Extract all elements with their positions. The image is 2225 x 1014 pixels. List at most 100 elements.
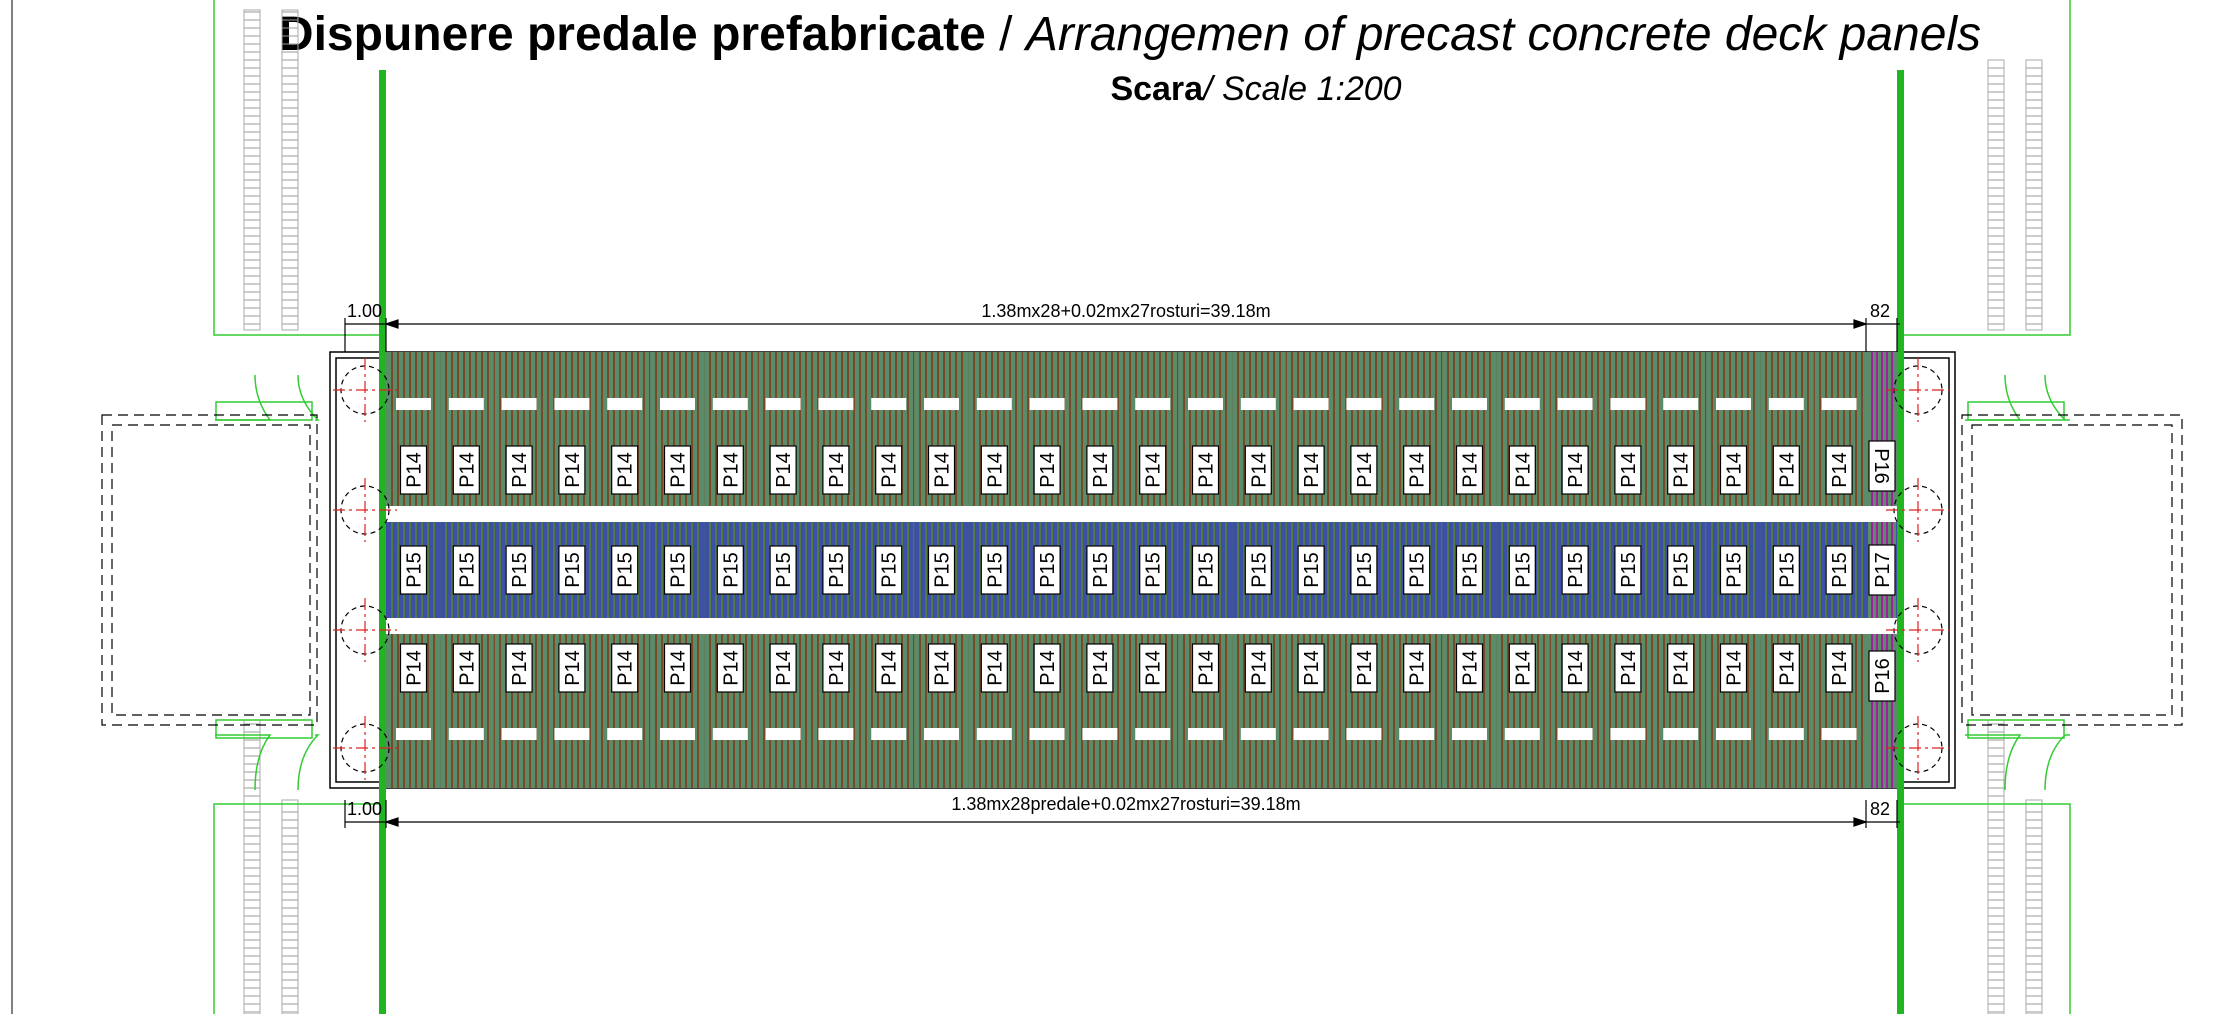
panel-label: P14 — [1667, 445, 1695, 495]
panel-label: P14 — [1297, 643, 1325, 693]
title-romanian: Dispunere predale prefabricate — [279, 8, 986, 61]
panel-label-text: P14 — [509, 650, 531, 686]
panel-label-box — [875, 643, 903, 693]
panel-label: P15 — [1244, 545, 1272, 595]
panel-gap-stripe — [1346, 398, 1382, 410]
panel-label-text: P15 — [1143, 552, 1165, 588]
panel-label-box — [399, 643, 428, 693]
panel-label-box — [980, 545, 1008, 595]
panel-label-text: P14 — [404, 452, 426, 488]
panel-gap-stripe — [1188, 398, 1223, 410]
panel-label-box — [716, 445, 744, 495]
panel-gap-stripe — [1663, 398, 1699, 410]
panel-label-box — [558, 545, 586, 595]
panel-label-text: P14 — [1196, 650, 1218, 686]
panel-label: P15 — [716, 545, 744, 595]
panel-label-box — [1191, 545, 1220, 595]
panel-gap-stripe — [1716, 398, 1751, 410]
panel-label: P15 — [1561, 545, 1589, 595]
panel-label-box — [1297, 445, 1325, 495]
panel-label-box — [1086, 445, 1114, 495]
panel-label-text: P14 — [456, 650, 478, 686]
panel-end-label: P16 — [1868, 650, 1896, 702]
panel-gap-stripe — [1240, 728, 1276, 740]
panel-label-box — [1772, 545, 1800, 595]
panel-label: P14 — [1191, 643, 1220, 693]
panel-label: P14 — [1086, 643, 1114, 693]
scale-romanian: Scara — [1110, 70, 1204, 108]
panel-label: P15 — [1508, 545, 1536, 595]
panel-gap-stripe — [396, 398, 431, 410]
panel-label: P14 — [1455, 445, 1484, 495]
panel-gap-stripe — [1399, 728, 1435, 740]
panel-label-text: P14 — [773, 650, 795, 686]
panel-gap-stripe — [1188, 728, 1223, 740]
crosshair-circle-icon — [1886, 478, 1950, 542]
dimension-bottom-left: 1.00 — [347, 799, 382, 819]
panel-gap-stripe — [607, 728, 643, 740]
panel-label: P15 — [875, 545, 903, 595]
panel-label-text: P14 — [773, 452, 795, 488]
panel-label-text: P14 — [1512, 650, 1534, 686]
panel-label-box — [927, 545, 956, 595]
panel-label-box — [611, 643, 639, 693]
panel-label-text: P14 — [879, 650, 901, 686]
panel-label-box — [1139, 545, 1167, 595]
panel-label-text: P15 — [1618, 552, 1640, 588]
panel-label-box — [1297, 643, 1325, 693]
panel-end-label: P17 — [1868, 544, 1896, 596]
panel-label-text: P14 — [932, 452, 954, 488]
panel-label-box — [1561, 545, 1589, 595]
panel-label: P15 — [1772, 545, 1800, 595]
panel-label: P14 — [1139, 643, 1167, 693]
panel-label-text: P15 — [1090, 552, 1112, 588]
pier-ladders — [243, 9, 2043, 1014]
panel-gap-stripe — [1610, 398, 1646, 410]
panel-label-text: P14 — [562, 650, 584, 686]
panel-label-box — [399, 545, 428, 595]
panel-gap-stripe — [501, 398, 537, 410]
panel-label: P15 — [611, 545, 639, 595]
panel-gap-stripe — [1399, 398, 1435, 410]
panel-label-text: P14 — [1143, 650, 1165, 686]
panel-label: P14 — [927, 445, 956, 495]
panel-label: P14 — [1244, 643, 1272, 693]
panel-label: P14 — [980, 643, 1008, 693]
panel-label-text: P14 — [1724, 452, 1746, 488]
panel-label: P15 — [452, 545, 480, 595]
panel-label-box — [663, 545, 692, 595]
rail-left — [379, 70, 386, 1014]
panel-label-box — [1139, 445, 1167, 495]
panel-label: P15 — [1667, 545, 1695, 595]
panel-label-text: P15 — [720, 552, 742, 588]
crosshair-circle-icon — [333, 716, 397, 780]
panel-gap-stripe — [818, 728, 854, 740]
page-title: Dispunere predale prefabricate / Arrange… — [279, 8, 1981, 61]
panel-label-box — [1033, 445, 1061, 495]
panel-gap-stripe — [396, 728, 431, 740]
panel-label-box — [399, 445, 428, 495]
panel-label: P14 — [663, 445, 692, 495]
panel-label-text: P15 — [1565, 552, 1587, 588]
panel-label-box — [1667, 545, 1695, 595]
panel-label-box — [1772, 445, 1800, 495]
panel-gap-stripe — [871, 398, 907, 410]
panel-label: P14 — [663, 643, 692, 693]
panel-label: P15 — [822, 545, 850, 595]
panel-label-box — [980, 445, 1008, 495]
panel-gap-stripe — [1557, 398, 1593, 410]
panel-label-text: P14 — [1618, 650, 1640, 686]
panel-gap-stripe — [712, 728, 748, 740]
panel-label-box — [452, 643, 480, 693]
panel-label: P14 — [1350, 445, 1378, 495]
dimension-top-right: 82 — [1870, 301, 1890, 321]
panel-label-box — [1403, 643, 1431, 693]
panel-label-text: P14 — [932, 650, 954, 686]
panel-label-text: P14 — [1301, 650, 1323, 686]
panel-label-text: P15 — [509, 552, 531, 588]
panel-label: P14 — [611, 445, 639, 495]
panel-label-box — [1191, 445, 1220, 495]
panel-gap-stripe — [818, 398, 854, 410]
panel-label-text: P15 — [773, 552, 795, 588]
panel-label: P15 — [663, 545, 692, 595]
